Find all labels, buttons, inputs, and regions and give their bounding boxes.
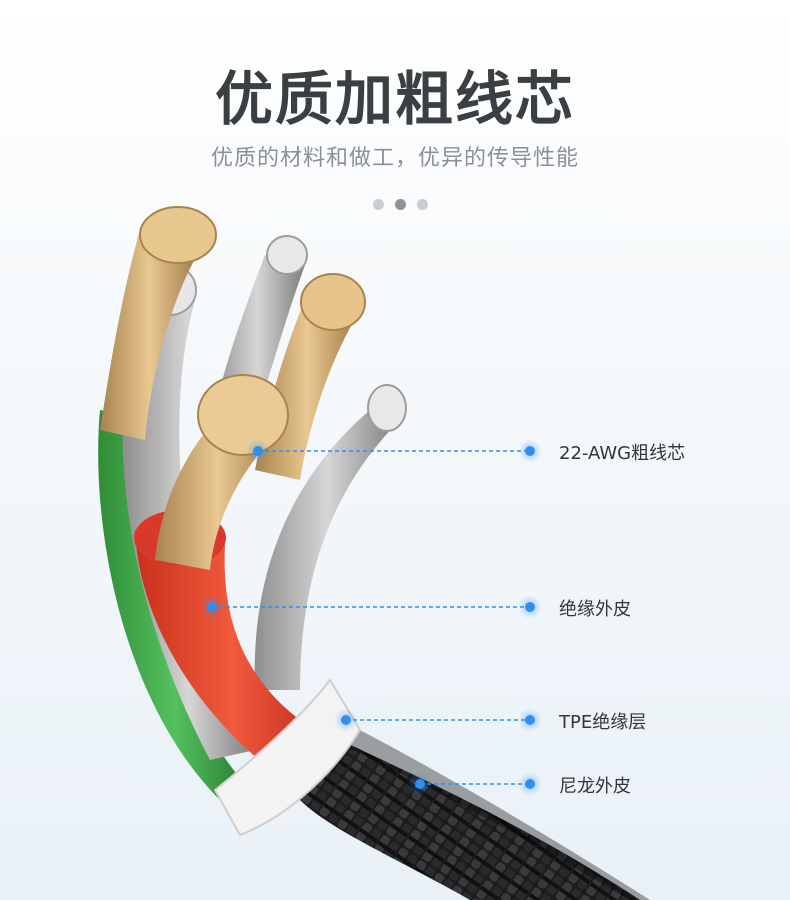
callout-label-nylon: 尼龙外皮 [559, 776, 631, 797]
page-subtitle: 优质的材料和做工，优异的传导性能 [210, 146, 579, 171]
pagination-dot-2[interactable] [395, 199, 406, 210]
page-title: 优质加粗线芯 [214, 65, 575, 133]
callout-label-insulation: 绝缘外皮 [559, 599, 631, 620]
silver-strand-left [122, 290, 255, 760]
nylon-sleeve [300, 735, 640, 900]
callout-markers [200, 439, 542, 796]
copper-strand-back [100, 230, 200, 440]
pagination-dot-1[interactable] [373, 199, 384, 210]
pagination-dots [373, 199, 428, 210]
silver-strand-right [254, 410, 400, 690]
callout-label-tpe: TPE绝缘层 [559, 712, 647, 733]
callout-label-awg-core: 22-AWG粗线芯 [559, 443, 686, 464]
callout-lines [212, 450, 530, 785]
tpe-ring [213, 678, 362, 837]
pagination-dot-3[interactable] [417, 199, 428, 210]
red-jacket [135, 530, 330, 790]
